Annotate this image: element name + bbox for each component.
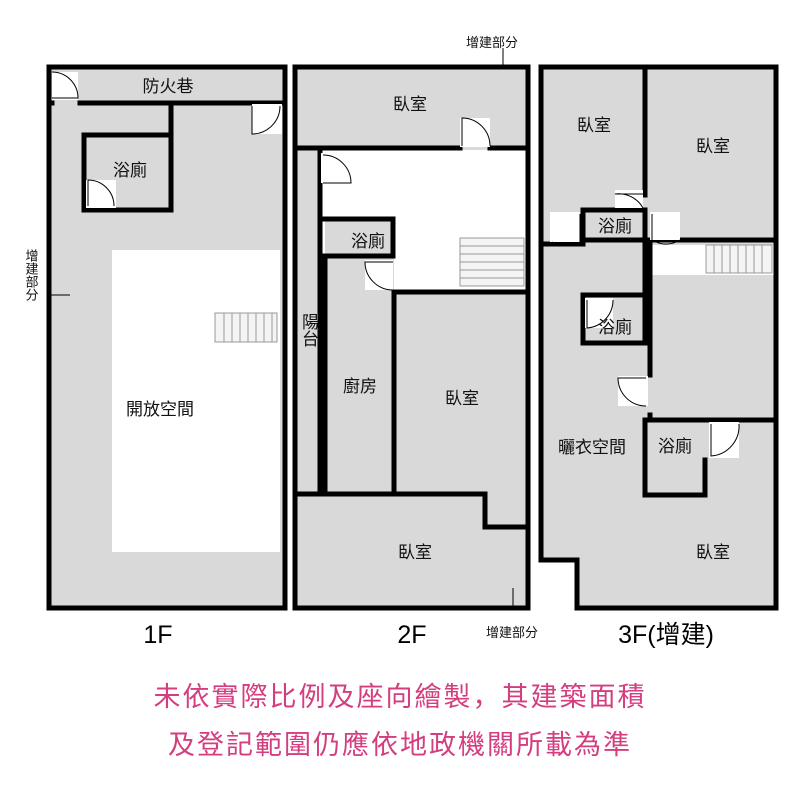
- floor-2f-outline: [292, 64, 531, 611]
- stair-1f: [214, 312, 278, 343]
- label-3f-bedroom-bottom: 臥室: [696, 543, 730, 563]
- disclaimer-line-1: 未依實際比例及座向繪製，其建築面積: [153, 682, 647, 713]
- door-3f-bedroom-left: [551, 214, 581, 247]
- floor-2f: [292, 48, 531, 611]
- stair-3f: [705, 244, 773, 274]
- floor-1f: [46, 64, 288, 611]
- label-2f-bathroom: 浴廁: [351, 231, 385, 252]
- door-1f-top: [251, 105, 281, 135]
- door-3f-stair: [617, 377, 647, 407]
- door-1f-bathroom: [87, 179, 115, 207]
- door-3f-bathroom-mid: [586, 299, 614, 329]
- label-3f-bedroom-left: 臥室: [577, 116, 611, 136]
- door-1f-fire-lane: [51, 71, 79, 99]
- door-2f-bathroom: [364, 261, 394, 291]
- label-2f-bedroom-top: 臥室: [393, 95, 427, 115]
- door-3f-bathroom-top: [614, 193, 644, 209]
- note-1f-extension: 增建部分: [23, 249, 39, 302]
- floor-3f-outline: [538, 64, 779, 611]
- label-3f-bathroom-right: 浴廁: [658, 436, 692, 457]
- label-3f-bedroom-right: 臥室: [696, 137, 730, 157]
- label-1f-bathroom: 浴廁: [113, 160, 147, 181]
- label-2f-bedroom-bottom: 臥室: [398, 543, 432, 563]
- label-2f-kitchen: 廚房: [343, 376, 377, 397]
- label-3f-laundry: 曬衣空間: [558, 438, 626, 458]
- floor-3f: [538, 64, 779, 611]
- floor-label-3f: 3F(增建): [618, 621, 714, 649]
- open-space-void: [112, 250, 280, 552]
- label-2f-balcony: 陽台: [298, 313, 318, 347]
- floor-1f-outline: [46, 64, 288, 611]
- note-2f-extension-bottom: 增建部分: [486, 626, 538, 641]
- label-2f-bedroom-mid: 臥室: [445, 389, 479, 409]
- door-3f-bedroom-right: [651, 214, 681, 245]
- label-1f-open-space: 開放空間: [126, 400, 194, 420]
- door-2f-bedroom-top: [461, 117, 491, 147]
- disclaimer-line-2: 及登記範圍仍應依地政機關所載為準: [168, 730, 632, 761]
- label-3f-bathroom-mid: 浴廁: [598, 317, 632, 338]
- door-3f-bathroom-right: [710, 423, 740, 457]
- label-3f-bathroom-top: 浴廁: [598, 216, 632, 237]
- floor-label-2f: 2F: [397, 621, 426, 649]
- door-2f-hall: [322, 154, 352, 184]
- label-1f-fire-lane: 防火巷: [143, 77, 194, 97]
- note-2f-extension-top: 增建部分: [466, 36, 518, 51]
- floor-label-1f: 1F: [143, 621, 172, 649]
